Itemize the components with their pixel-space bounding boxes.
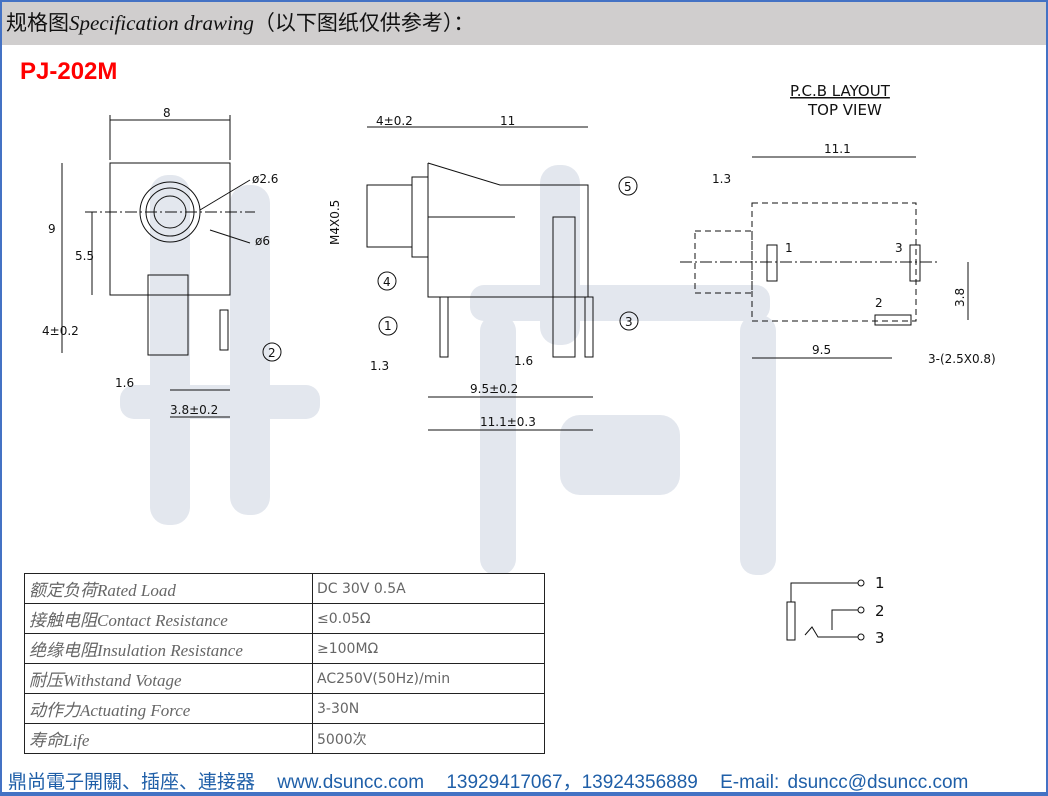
pcb-pin-2: 2 [875, 296, 883, 310]
dim-pin-w: 1.6 [514, 354, 533, 368]
spec-label: 接触电阻Contact Resistance [24, 603, 313, 634]
spec-label: 寿命Life [24, 723, 313, 754]
footer: 鼎尚電子開關、插座、連接器 www.dsuncc.com 13929417067… [8, 767, 982, 794]
pcb-subtitle: TOP VIEW [807, 101, 882, 119]
dim-pin-spacing: 3.8±0.2 [170, 403, 218, 417]
spec-value: DC 30V 0.5A [312, 573, 545, 604]
footer-website[interactable]: www.dsuncc.com [277, 772, 425, 793]
pcb-holes: 3-(2.5X0.8) [928, 352, 996, 366]
dim-width: 8 [163, 106, 171, 120]
pcb-title: P.C.B LAYOUT [790, 82, 891, 100]
spec-label: 绝缘电阻Insulation Resistance [24, 633, 313, 664]
dim-body-len: 11 [500, 114, 515, 128]
dim-outer: ø6 [255, 234, 270, 248]
pcb-layout: P.C.B LAYOUT TOP VIEW 11.1 1.3 3.8 9.5 3… [680, 82, 996, 366]
footer-phones: 13929417067，13924356889 [446, 772, 698, 793]
spec-label: 额定负荷Rated Load [24, 573, 313, 604]
callout-3: 3 [625, 315, 633, 329]
title-cn: 规格图 [6, 11, 69, 35]
callout-1: 1 [384, 319, 392, 333]
dim-thread-len: 4±0.2 [376, 114, 413, 128]
dim-hole: ø2.6 [252, 172, 278, 186]
header-bar: 规格图Specification drawing（以下图纸仅供参考）： [2, 2, 1046, 45]
dim-pin-off: 1.3 [370, 359, 389, 373]
spec-drawing: 8 9 5.5 4±0.2 1.6 3.8±0.2 ø2.6 ø6 2 4±0.… [42, 82, 996, 647]
dim-pcb-offset: 1.3 [712, 172, 731, 186]
dim-center: 5.5 [75, 249, 94, 263]
callout-2: 2 [268, 346, 276, 360]
spec-label: 动作力Actuating Force [24, 693, 313, 724]
dim-pcb-vertical: 3.8 [953, 288, 967, 307]
dim-height: 9 [48, 222, 56, 236]
callout-4: 4 [383, 275, 391, 289]
dim-pin-length: 4±0.2 [42, 324, 79, 338]
model-number: PJ-202M [20, 58, 118, 85]
pcb-pin-3: 3 [895, 241, 903, 255]
dim-total: 11.1±0.3 [480, 415, 536, 429]
pcb-pin-1: 1 [785, 241, 793, 255]
spec-value: ≤0.05Ω [312, 603, 545, 634]
spec-value: ≥100MΩ [312, 633, 545, 664]
dim-pin-span: 9.5±0.2 [470, 382, 518, 396]
dim-thread: M4X0.5 [328, 200, 342, 245]
title-en: Specification drawing [69, 11, 254, 35]
schematic-pin-1: 1 [875, 574, 885, 592]
title-note: （以下图纸仅供参考）： [253, 11, 475, 35]
table-row: 绝缘电阻Insulation Resistance≥100MΩ [24, 633, 545, 664]
side-view: 4±0.2 11 M4X0.5 1.3 1.6 9.5±0.2 11.1±0.3… [328, 114, 639, 431]
dim-pin-offset: 1.6 [115, 376, 134, 390]
watermark-logo [120, 165, 776, 575]
front-view: 8 9 5.5 4±0.2 1.6 3.8±0.2 ø2.6 ø6 2 [42, 106, 282, 418]
schematic-pin-2: 2 [875, 602, 885, 620]
schematic-pin-3: 3 [875, 629, 885, 647]
spec-value: 3-30N [312, 693, 545, 724]
callout-5: 5 [624, 180, 632, 194]
dim-pcb-width: 11.1 [824, 142, 851, 156]
spec-label: 耐压Withstand Votage [24, 663, 313, 694]
schematic: 1 2 3 [786, 574, 885, 647]
spec-value: AC250V(50Hz)/min [312, 663, 545, 694]
table-row: 接触电阻Contact Resistance≤0.05Ω [24, 603, 545, 634]
spec-value: 5000次 [312, 723, 545, 754]
footer-company: 鼎尚電子開關、插座、連接器 [8, 772, 256, 793]
footer-email[interactable]: E-mail: dsuncc@dsuncc.com [720, 772, 969, 793]
dim-pcb-span: 9.5 [812, 343, 831, 357]
